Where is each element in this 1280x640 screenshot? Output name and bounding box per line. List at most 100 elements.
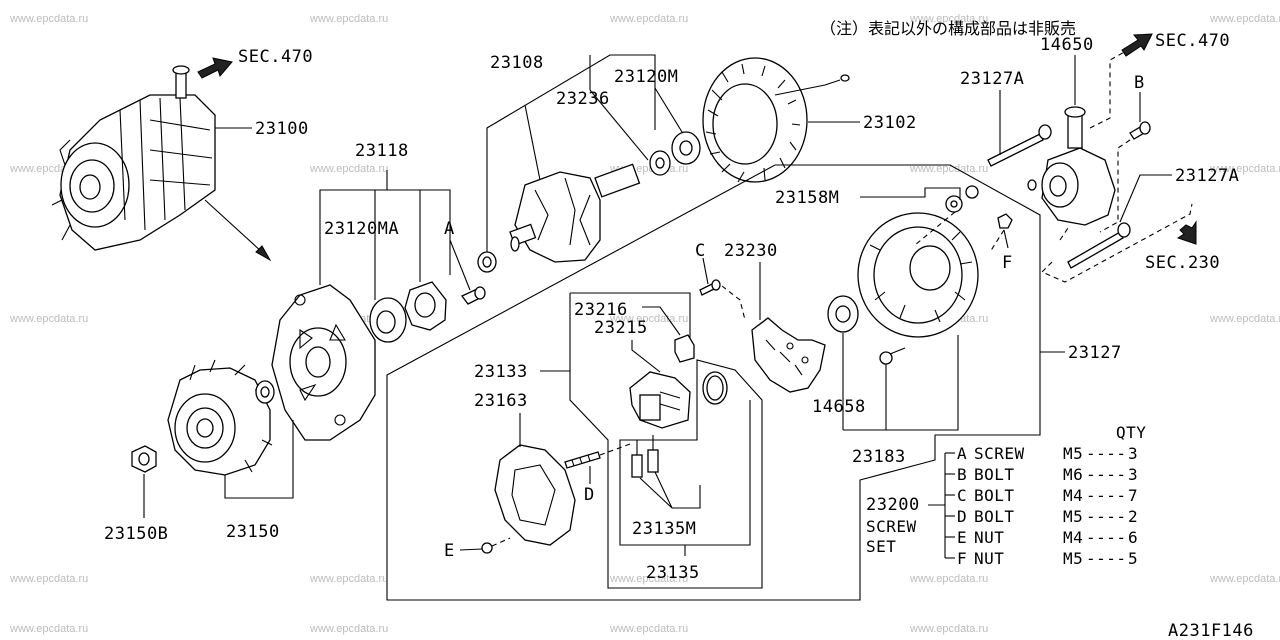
- screw-row-letter: E: [957, 528, 967, 547]
- screw-row-type: SCREW: [974, 444, 1025, 463]
- leader-e: [459, 548, 483, 551]
- leader-23120m: [654, 87, 683, 133]
- label-23158m: 23158M: [775, 188, 839, 208]
- bolt-23183[interactable]: [879, 347, 906, 365]
- cap-23216[interactable]: [674, 334, 695, 363]
- label-23163: 23163: [474, 391, 528, 411]
- screw-row-dashes: ----: [1086, 549, 1127, 568]
- screw-row-letter: C: [957, 486, 967, 505]
- label-b: B: [1134, 73, 1145, 93]
- screw-row-dashes: ----: [1086, 507, 1127, 526]
- screw-row-letter: F: [957, 549, 967, 568]
- bracket-23158m: [860, 187, 961, 200]
- pulley-spacer[interactable]: [255, 380, 275, 404]
- watermark: www.epcdata.ru: [609, 623, 688, 635]
- label-23150b: 23150B: [104, 524, 168, 544]
- screw-row-type: NUT: [974, 528, 1004, 547]
- screw-row-size: M5: [1063, 507, 1083, 526]
- screw-row-type: BOLT: [974, 465, 1015, 484]
- bearing-23120ma[interactable]: [369, 297, 407, 343]
- label-14650: 14650: [1040, 35, 1094, 55]
- watermark: www.epcdata.ru: [9, 13, 88, 25]
- bearing-retainer-plate[interactable]: [404, 281, 447, 331]
- front-spacer-ring[interactable]: [477, 251, 497, 273]
- rectifier-23230[interactable]: [751, 317, 826, 393]
- leader-c: [702, 257, 709, 285]
- screw-row-qty: 3: [1128, 465, 1138, 484]
- screw-a[interactable]: [460, 286, 486, 305]
- screw-row-dashes: ----: [1086, 528, 1127, 547]
- bolt-23127a-top[interactable]: [987, 124, 1052, 167]
- watermark: www.epcdata.ru: [609, 313, 688, 325]
- label-sec470-left: SEC.470: [238, 47, 313, 67]
- screw-row-size: M4: [1063, 528, 1083, 547]
- label-23108: 23108: [490, 53, 544, 73]
- watermark: www.epcdata.ru: [909, 163, 988, 175]
- screw-row-qty: 5: [1128, 549, 1138, 568]
- label-e: E: [444, 541, 455, 561]
- bolt-d[interactable]: [564, 451, 601, 469]
- screw-row-dashes: ----: [1086, 444, 1127, 463]
- watermark: www.epcdata.ru: [309, 623, 388, 635]
- label-23133: 23133: [474, 362, 528, 382]
- label-23215: 23215: [594, 318, 648, 338]
- label-a: A: [444, 219, 455, 239]
- spacer-23236[interactable]: [649, 150, 671, 176]
- label-23135m: 23135M: [632, 519, 696, 539]
- label-c: C: [695, 241, 706, 261]
- bearing-23120m[interactable]: [671, 131, 701, 165]
- label-f: F: [1002, 253, 1013, 273]
- dash-rear-cover: [914, 211, 1005, 253]
- label-23120m: 23120M: [614, 67, 678, 87]
- dash-e: [491, 537, 511, 547]
- leader-23127a-right: [1119, 174, 1172, 223]
- nut-e[interactable]: [481, 542, 493, 554]
- rotor-assembly[interactable]: [509, 163, 641, 263]
- watermark: www.epcdata.ru: [909, 573, 988, 585]
- bracket-23127: [386, 164, 1041, 601]
- front-bracket[interactable]: [271, 284, 376, 441]
- dash-d: [599, 443, 631, 456]
- screw-row-size: M5: [1063, 444, 1083, 463]
- bearing-14658[interactable]: [827, 295, 859, 333]
- alternator-assembly[interactable]: [51, 65, 216, 251]
- watermark: www.epcdata.ru: [309, 13, 388, 25]
- fan-pulley-23150[interactable]: [167, 359, 273, 476]
- screw-row-type: NUT: [974, 549, 1004, 568]
- o-ring[interactable]: [702, 371, 728, 405]
- bolt-23127a-right[interactable]: [1067, 222, 1131, 269]
- arrow-sec470-right-icon: [1121, 33, 1153, 57]
- bolt-c[interactable]: [699, 279, 721, 296]
- watermark: www.epcdata.ru: [1209, 13, 1280, 25]
- vacuum-pump-14650[interactable]: [1027, 106, 1116, 226]
- label-23102: 23102: [863, 113, 917, 133]
- label-23150: 23150: [226, 522, 280, 542]
- explode-arrow: [204, 199, 263, 253]
- nut-f[interactable]: [997, 213, 1013, 229]
- watermark: www.epcdata.ru: [9, 623, 88, 635]
- rear-cover[interactable]: [857, 212, 979, 338]
- label-23118: 23118: [355, 141, 409, 161]
- arrow-sec230-icon: [1176, 220, 1197, 245]
- screw-row-qty: 3: [1128, 444, 1138, 463]
- stator[interactable]: [702, 57, 850, 183]
- label-sec470-right: SEC.470: [1155, 31, 1230, 51]
- insulator-23163[interactable]: [494, 444, 576, 546]
- explode-arrowhead-icon: [255, 245, 272, 262]
- bolt-b[interactable]: [1129, 121, 1151, 140]
- arrow-sec470-left-icon: [197, 57, 233, 79]
- screw-row-size: M4: [1063, 486, 1083, 505]
- label-23127a-top: 23127A: [960, 69, 1024, 89]
- watermark: www.epcdata.ru: [309, 573, 388, 585]
- note-text: （注）表記以外の構成部品は非販売: [820, 19, 1076, 38]
- screw-row-letter: B: [957, 465, 967, 484]
- nut-23158m[interactable]: [945, 185, 979, 213]
- label-23135: 23135: [646, 563, 700, 583]
- label-set: SET: [866, 537, 896, 556]
- screw-row-type: BOLT: [974, 486, 1015, 505]
- nut-23150b[interactable]: [131, 445, 157, 473]
- brushes-23135m[interactable]: [631, 435, 659, 478]
- dash-sec230: [1041, 203, 1193, 283]
- regulator-23215[interactable]: [629, 371, 691, 429]
- label-d: D: [584, 485, 595, 505]
